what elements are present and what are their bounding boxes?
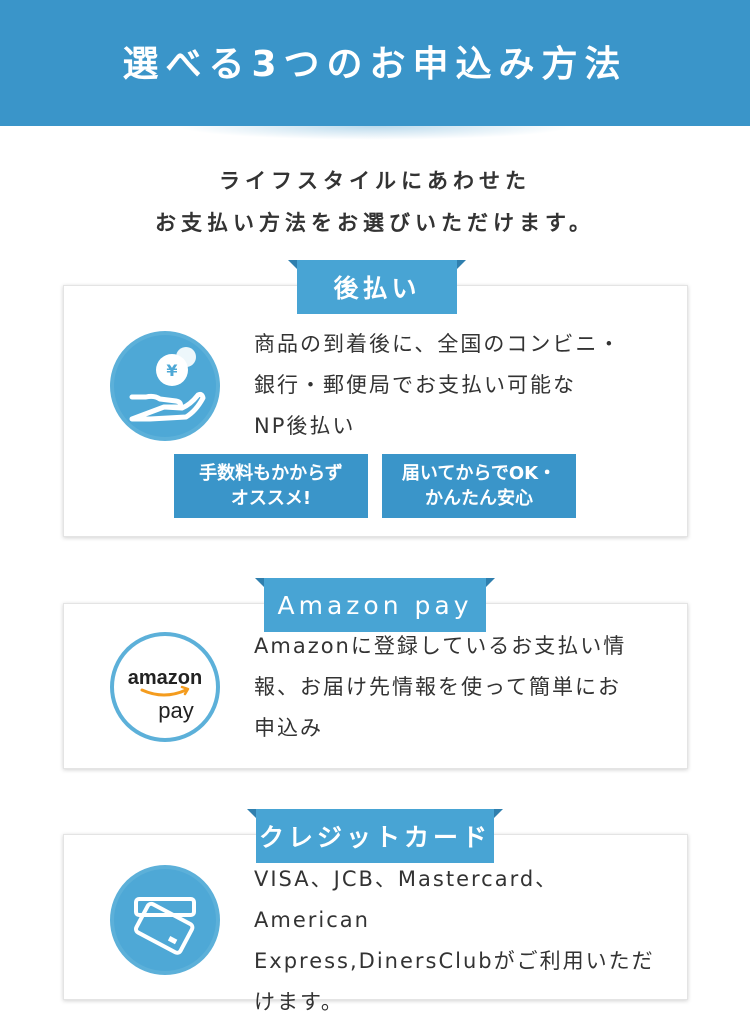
description-line: 銀行・郵便局でお支払い可能な [254, 373, 576, 397]
description-line: 商品の到着後に、全国のコンビニ・ [254, 332, 622, 356]
method-description-amazon-pay: Amazonに登録しているお支払い情 報、お届け先情報を使って簡単にお 申込み [254, 626, 674, 749]
method-description-credit-card: VISA、JCB、Mastercard、American Express,Din… [254, 859, 674, 1023]
description-line: 報、お届け先情報を使って簡単にお [254, 675, 621, 699]
intro-line-1: ライフスタイルにあわせた [219, 169, 531, 193]
yen-symbol: ¥ [166, 361, 177, 380]
method-description-deferred: 商品の到着後に、全国のコンビニ・ 銀行・郵便局でお支払い可能な NP後払い [254, 324, 674, 447]
intro-text: ライフスタイルにあわせた お支払い方法をお選びいただけます。 [0, 160, 750, 244]
intro-line-2: お支払い方法をお選びいただけます。 [155, 211, 595, 235]
method-card-credit-card: クレジットカード VISA、JCB、Mastercard、American Ex… [63, 809, 688, 1014]
description-line: Express,DinersClubがご利用いただ [254, 949, 655, 973]
description-line: けます。 [254, 990, 344, 1014]
method-title-text: 後払い [333, 274, 421, 303]
method-card-amazon-pay: Amazon pay amazon pay Amazonに登録しているお支払い情… [63, 578, 688, 769]
hand-coin-yen-icon: ¥ [110, 331, 220, 441]
method-title-text: クレジットカード [258, 823, 491, 852]
feature-badge-no-fee: 手数料もかからず オススメ! [174, 454, 368, 518]
method-title-deferred: 後払い [288, 260, 466, 314]
pay-logo-text: pay [158, 698, 193, 723]
method-title-credit-card: クレジットカード [247, 809, 503, 863]
description-line: 申込み [254, 716, 323, 740]
page-title: 選べる3つのお申込み方法 [122, 44, 628, 85]
feature-badge-pay-after: 届いてからでOK・ かんたん安心 [382, 454, 576, 518]
description-line: NP後払い [254, 414, 356, 438]
method-title-text: Amazon pay [277, 590, 473, 620]
description-line: Amazonに登録しているお支払い情 [254, 634, 627, 658]
method-card-deferred: 後払い ¥ 商品の到着後に、全国のコンビニ・ 銀行・郵便局でお支払い可能な NP… [63, 260, 688, 537]
credit-card-icon [110, 865, 220, 975]
amazon-logo-text: amazon [128, 667, 202, 689]
description-line: VISA、JCB、Mastercard、American [254, 867, 559, 932]
page-header: 選べる3つのお申込み方法 [0, 0, 750, 140]
amazon-pay-logo-icon: amazon pay [110, 632, 220, 742]
method-title-amazon-pay: Amazon pay [255, 578, 495, 632]
